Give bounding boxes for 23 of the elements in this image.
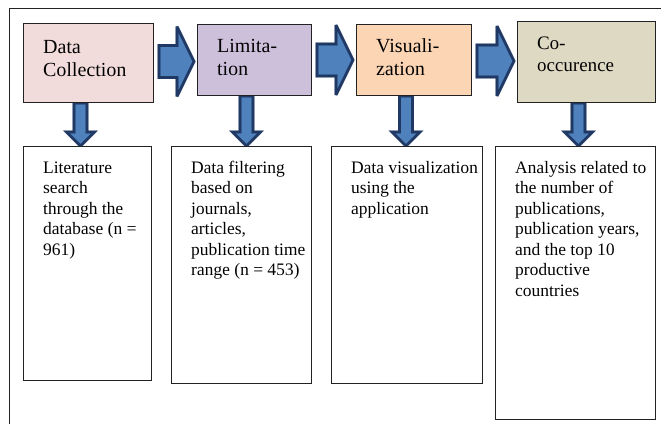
process-box — [23, 146, 152, 381]
process-box — [495, 146, 656, 420]
box-text: Visuali- zation — [376, 35, 440, 82]
block-arrow — [158, 25, 196, 98]
process-box — [171, 146, 312, 384]
process-box — [356, 24, 472, 96]
process-box — [331, 146, 483, 384]
box-text: Data Collection — [43, 36, 128, 83]
block-arrow — [388, 94, 424, 148]
block-arrow — [476, 24, 516, 98]
process-box — [23, 23, 154, 103]
box-text: Analysis related to the number of publications, publication years, and the top 10 productive countries — [515, 157, 648, 300]
block-arrow — [316, 24, 355, 96]
box-text: Data filtering based on journals, articles, publication time range (n = 453) — [191, 157, 306, 280]
box-text: Co- occurence — [537, 33, 615, 78]
box-text: Literature search through the database (n = 961) — [43, 157, 138, 260]
process-box — [197, 24, 312, 96]
block-arrow — [62, 102, 98, 148]
box-text: Limita- tion — [217, 35, 278, 82]
block-arrow — [560, 102, 596, 148]
block-arrow — [228, 94, 264, 148]
process-box — [517, 21, 656, 103]
box-text: Data visualization using the application — [351, 157, 478, 218]
